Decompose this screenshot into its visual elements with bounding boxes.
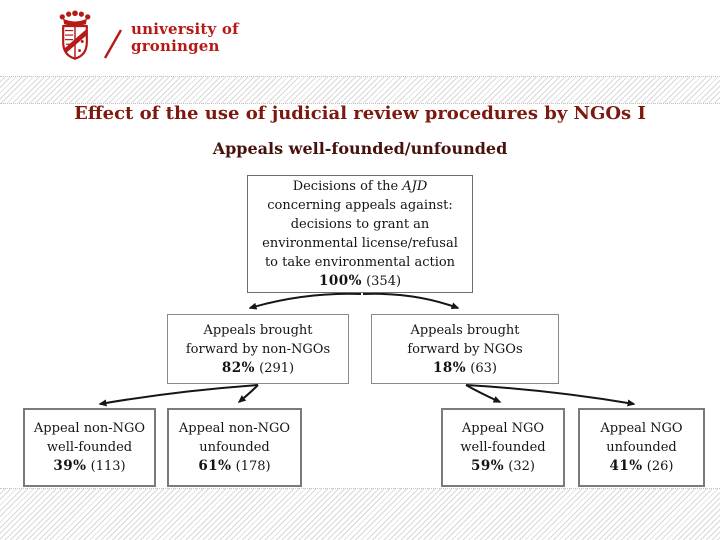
node-percent: 82% xyxy=(221,359,255,376)
university-name-line2: groningen xyxy=(131,37,220,55)
arrow-nonngo-to-wellfounded xyxy=(98,384,259,407)
node-text: Appeals brought forward by non-NGOs xyxy=(185,322,331,357)
node-count: (178) xyxy=(235,459,271,474)
arrow-nonngo-to-unfounded xyxy=(237,384,259,403)
node-count: (291) xyxy=(259,360,295,376)
node-ngo-unfounded: Appeal NGO unfounded 41% (26) xyxy=(578,408,705,487)
node-stat: 61% (178) xyxy=(198,457,270,476)
node-stat: 82% (291) xyxy=(222,359,294,378)
node-text: Appeal NGO unfounded xyxy=(600,421,683,455)
node-text: Appeal NGO well-founded xyxy=(460,421,546,455)
node-count: (113) xyxy=(90,459,126,474)
arrow-root-to-nonngo xyxy=(248,292,362,310)
slide-title: Effect of the use of judicial review pro… xyxy=(74,103,646,124)
node-percent: 61% xyxy=(198,458,232,474)
node-text: Appeal non-NGO well-founded xyxy=(33,421,146,455)
node-root-decisions-ajd: Decisions of the AJD concerning appeals … xyxy=(247,175,473,293)
hatched-divider-bottom xyxy=(0,488,720,540)
university-name: university of groningen xyxy=(131,21,239,55)
arrow-ngo-to-wellfounded xyxy=(465,384,502,403)
node-count: (32) xyxy=(508,459,535,474)
logo-slash-icon xyxy=(103,29,123,59)
node-percent: 18% xyxy=(433,359,467,376)
node-count: (26) xyxy=(646,459,674,474)
groningen-crest-icon xyxy=(59,10,91,60)
node-stat: 41% (26) xyxy=(610,457,674,476)
node-stat: 100% (354) xyxy=(319,272,401,291)
node-stat: 59% (32) xyxy=(471,457,535,476)
node-count: (354) xyxy=(366,274,402,289)
node-appeals-non-ngo: Appeals brought forward by non-NGOs 82% … xyxy=(167,314,349,384)
slide-subtitle: Appeals well-founded/unfounded xyxy=(212,139,508,158)
node-non-ngo-unfounded: Appeal non-NGO unfounded 61% (178) xyxy=(167,408,302,487)
node-ngo-well-founded: Appeal NGO well-founded 59% (32) xyxy=(441,408,565,487)
node-non-ngo-well-founded: Appeal non-NGO well-founded 39% (113) xyxy=(23,408,156,487)
node-text: Decisions of the AJD concerning appeals … xyxy=(262,177,458,272)
arrow-ngo-to-unfounded xyxy=(465,384,636,407)
node-text-prefix: Decisions of the xyxy=(292,179,403,194)
arrow-root-to-ngo xyxy=(362,292,460,310)
university-logo: university of groningen xyxy=(55,10,239,62)
node-percent: 41% xyxy=(609,458,643,474)
node-text-italic-term: AJD xyxy=(402,179,428,194)
node-percent: 39% xyxy=(53,458,87,474)
node-text-rest: concerning appeals against: decisions to… xyxy=(262,198,458,270)
node-appeals-ngo: Appeals brought forward by NGOs 18% (63) xyxy=(371,314,559,384)
node-percent: 59% xyxy=(471,458,505,474)
node-percent: 100% xyxy=(318,273,362,289)
university-name-line1: university of xyxy=(131,20,239,38)
hatched-divider-top xyxy=(0,76,720,104)
node-text: Appeals brought forward by NGOs xyxy=(407,322,523,357)
node-count: (63) xyxy=(470,360,497,376)
node-stat: 18% (63) xyxy=(433,359,497,378)
node-text: Appeal non-NGO unfounded xyxy=(178,421,291,455)
node-stat: 39% (113) xyxy=(53,457,125,476)
